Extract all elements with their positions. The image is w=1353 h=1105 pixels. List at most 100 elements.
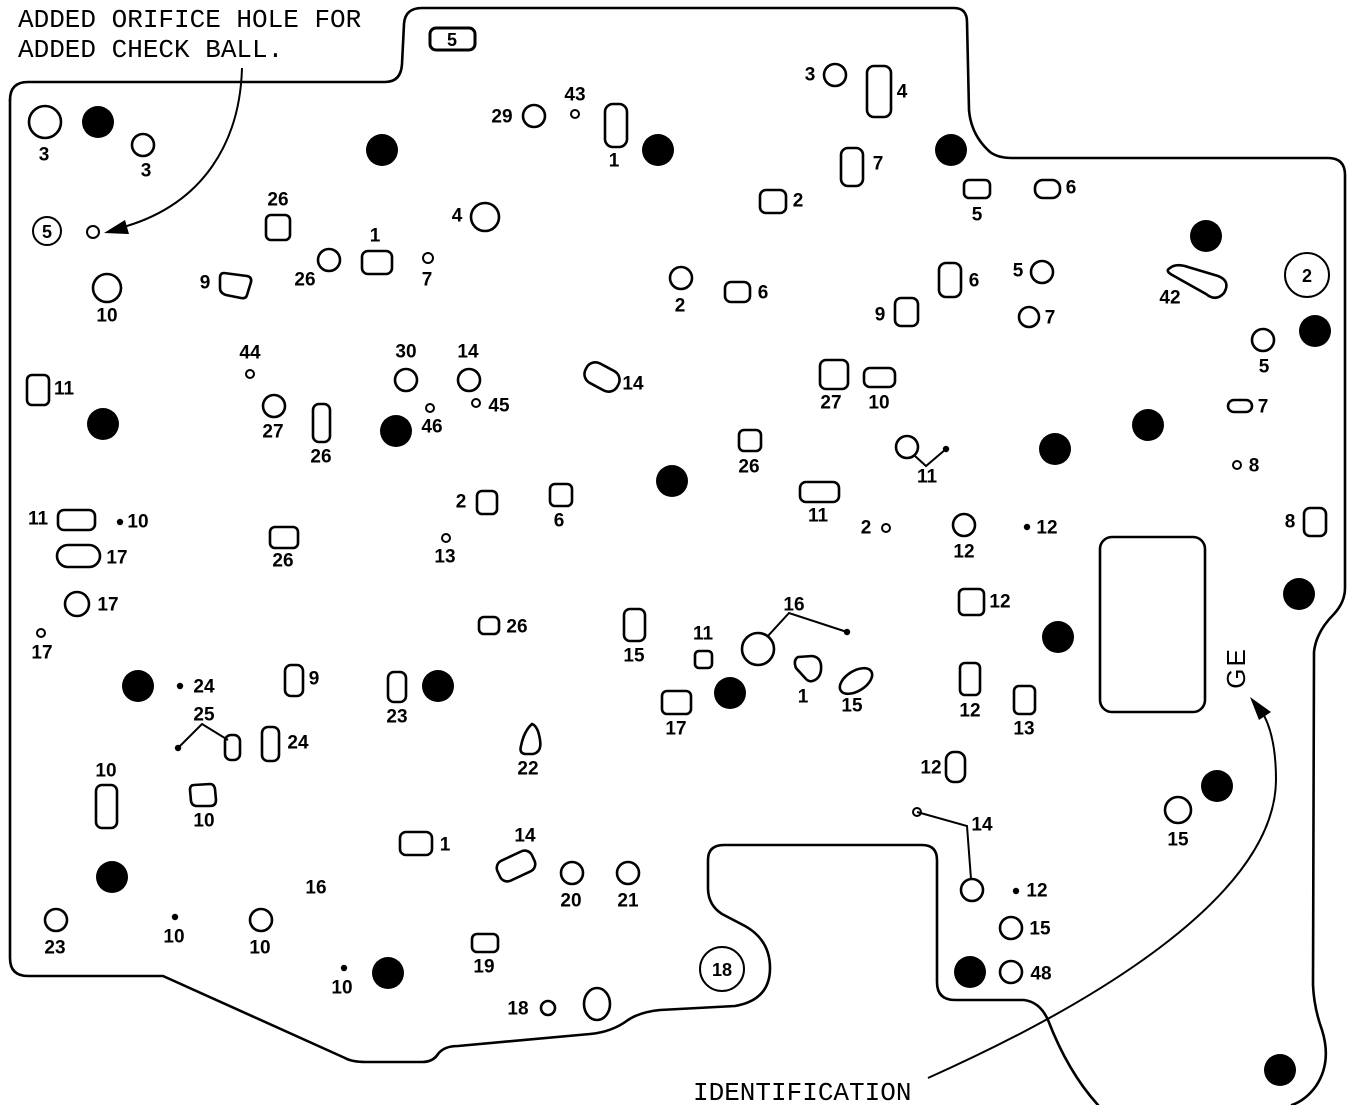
hole-number-label: 8 [1285,512,1296,533]
hole-number-label: 26 [506,617,527,638]
hole-number-label: 26 [272,551,293,572]
round-hole [63,590,91,618]
hole-number-label: 10 [193,811,214,832]
slot-hole [470,932,500,954]
hole-number-label: 24 [287,733,309,754]
solid-hole [380,415,412,447]
slot-hole [603,102,629,149]
hole-number-label: 17 [665,719,686,740]
round-hole [316,247,342,273]
round-hole [245,369,255,379]
slot-hole [1226,398,1254,414]
solid-hole [1264,1054,1296,1086]
solid-hole [642,134,674,166]
slot-hole [495,849,537,883]
hole-number-label: 23 [386,707,407,728]
hole-number-label: 1 [798,687,809,708]
leader-lines [177,448,972,880]
slot-hole [622,607,647,643]
round-hole [894,434,920,460]
slot-hole [56,508,97,532]
slot-hole [893,296,920,328]
hole-number-label: 10 [249,938,270,959]
hole-number-label: 7 [422,270,433,291]
solid-hole [366,134,398,166]
pin-dot [1012,887,1020,895]
hole-number-label: 10 [127,512,148,533]
circled-number-ring [699,946,745,992]
hole-number-label: 11 [808,506,829,527]
slot-hole [283,663,305,698]
round-hole [521,103,547,129]
hole-number-label: 10 [95,761,116,782]
hole-number-label: 17 [106,548,127,569]
round-hole [1017,305,1041,329]
round-hole [261,393,287,419]
round-hole [441,533,451,543]
slot-hole [398,830,434,857]
round-hole [559,860,585,886]
slot-hole [660,689,693,716]
slot-hole [862,366,897,389]
round-hole [951,512,977,538]
hole-number-label: 6 [969,271,980,292]
hole-number-label: 3 [141,161,152,182]
hole-number-label: 6 [1066,178,1077,199]
hole-number-label: 45 [488,396,510,417]
slot-hole [737,428,763,453]
slot-hole [818,358,850,391]
hole-number-label: 1 [370,226,381,247]
hole-number-label: 7 [1258,397,1269,418]
solid-hole [122,670,154,702]
slot-hole [944,750,967,784]
slot-hole [386,670,408,704]
hole-number-label: 6 [554,511,565,532]
hole-number-label: 5 [1259,357,1270,378]
solid-hole [1190,220,1222,252]
solid-hole [714,677,746,709]
slot-hole [477,615,501,636]
round-hole [822,62,848,88]
hole-number-label: 26 [267,190,288,211]
hole-number-label: 6 [758,283,769,304]
round-hole [91,272,123,304]
round-hole [471,398,481,408]
round-hole [1163,795,1193,825]
solid-hole [372,957,404,989]
round-hole [881,523,891,533]
hole-number-label: 11 [54,379,75,400]
round-hole [998,915,1024,941]
hole-number-label: 26 [294,270,315,291]
hole-number-label: 14 [971,815,993,836]
round-hole [959,877,985,903]
irregular-hole [1166,263,1228,300]
slot-hole [937,261,963,299]
slot-hole [962,178,992,200]
hole-number-label: 19 [473,957,494,978]
hole-number-label: 12 [989,592,1010,613]
hole-number-label: 13 [434,547,455,568]
hole-number-label: 12 [1026,881,1047,902]
hole-number-label: 26 [738,457,759,478]
round-hole [570,109,580,119]
hole-number-label: 7 [1045,308,1056,329]
hole-number-label: 10 [868,393,889,414]
slot-hole [839,146,865,188]
hole-number-label: 14 [514,826,536,847]
round-hole [582,986,612,1022]
solid-hole [1039,433,1071,465]
slot-hole [311,402,332,444]
round-hole [27,104,63,140]
round-hole [539,999,557,1017]
hole-number-labels: 3 3 10 11 11 10 17 17 17 24 25 24 10 10 … [28,65,1295,1020]
solid-hole [1283,578,1315,610]
hole-number-label: 27 [262,422,283,443]
irregular-hole [188,782,218,808]
round-hole [248,907,274,933]
hole-number-label: 23 [44,938,65,959]
hole-number-label: 2 [793,191,804,212]
hole-number-label: 4 [897,82,908,103]
hole-number-label: 1 [609,151,620,172]
hole-number-label: 9 [309,669,320,690]
